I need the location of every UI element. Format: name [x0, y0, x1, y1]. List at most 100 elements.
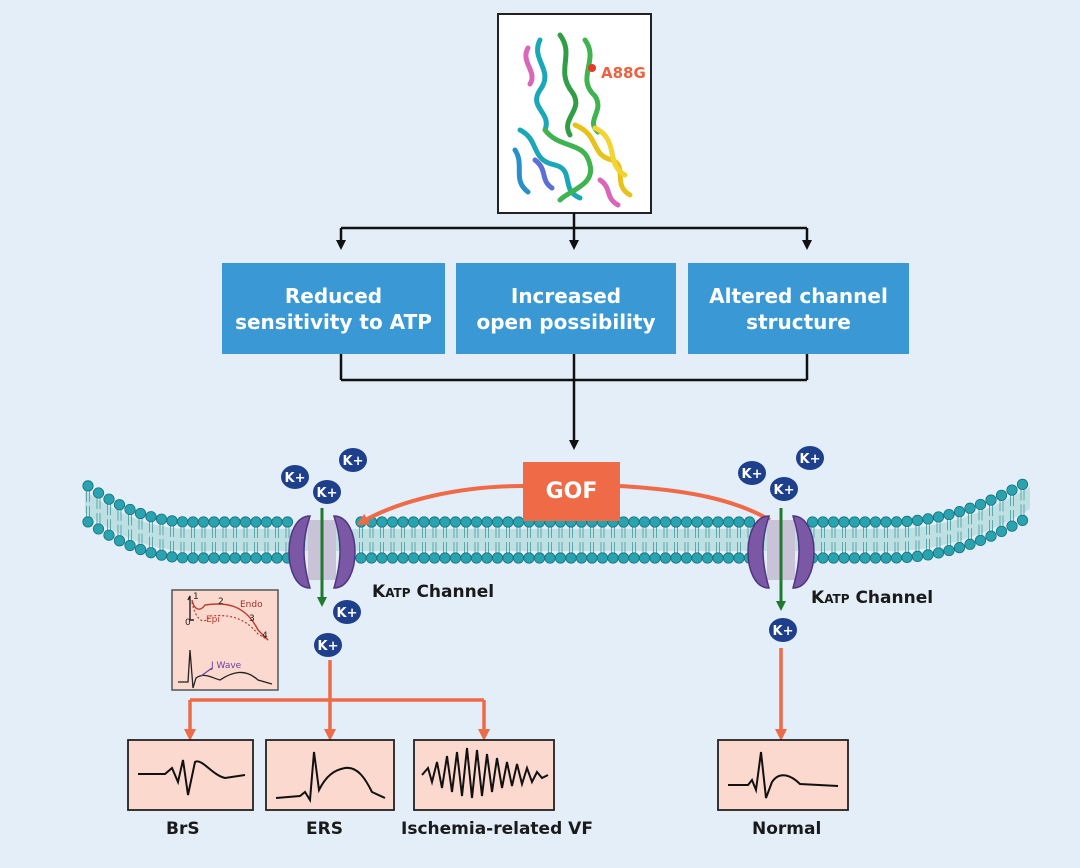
lipid [124, 503, 136, 552]
ap-epi-label: Epi [206, 615, 220, 625]
ap-endo-label: Endo [240, 600, 263, 610]
box-line: Altered channel [709, 283, 888, 308]
lipid [145, 511, 157, 559]
lipid [890, 516, 903, 564]
lipid [428, 516, 441, 564]
ap-baseline-trace [187, 595, 194, 621]
lipid [964, 502, 976, 550]
connector-bottom [339, 354, 809, 450]
ion-label: K+ [773, 624, 794, 639]
katp-subscript: ATP [385, 586, 411, 600]
lipid [1016, 478, 1029, 526]
gof-arrows [356, 484, 771, 526]
mutation-label: A88G [601, 64, 646, 82]
ion-label: K+ [343, 454, 364, 469]
lipid [712, 516, 724, 564]
ap-phase-3: 3 [249, 614, 255, 624]
ecg-panel-vf [413, 739, 555, 811]
ion-label: K+ [318, 639, 339, 654]
lipid [911, 514, 924, 562]
lipid [187, 516, 199, 564]
j-wave-ecg-trace [178, 649, 273, 689]
lipid [649, 516, 661, 564]
lipid [134, 507, 147, 556]
lipid [985, 494, 997, 542]
katp-suffix: Channel [849, 588, 934, 608]
lipid [460, 516, 472, 564]
lipid [208, 516, 220, 564]
ion-label: K+ [337, 606, 358, 621]
lipid [407, 516, 420, 564]
lipid [92, 487, 105, 535]
j-wave-pointer [200, 667, 213, 677]
lipid [397, 516, 409, 564]
protein-ribbon-art [512, 32, 633, 208]
lipid [827, 516, 840, 564]
potassium-ion: K+ [796, 446, 824, 470]
lipid [880, 516, 892, 564]
ap-phase-1: 1 [193, 592, 199, 602]
lipid [103, 493, 115, 541]
lipid [481, 516, 493, 564]
connector-top [336, 213, 812, 250]
lipid [838, 516, 850, 564]
lipid [974, 498, 987, 547]
lipid [239, 516, 252, 564]
lipid [617, 516, 630, 564]
lipid [260, 516, 273, 564]
ecg-panel-normal [717, 739, 849, 811]
lipid [502, 516, 514, 564]
ion-label: K+ [774, 483, 795, 498]
katp-prefix: K [372, 582, 386, 602]
outcome-arrows [184, 648, 787, 741]
katp-prefix: K [811, 588, 825, 608]
outcome-label-normal: Normal [752, 819, 822, 839]
potassium-ion: K+ [281, 465, 309, 489]
potassium-ion: K+ [314, 633, 342, 657]
lipid [166, 515, 178, 563]
j-wave-label: J Wave [210, 661, 242, 671]
ap-phase-4: 4 [262, 631, 268, 641]
ecg-panel-brs [127, 739, 254, 811]
potassium-ion: K+ [339, 448, 367, 472]
endo-trace [191, 599, 269, 641]
ap-phase-2: 2 [218, 597, 224, 607]
lipid [113, 499, 126, 547]
potassium-ions: K+ K+ K+ K+ K+ K+ K+ K+ K+ [281, 446, 824, 657]
box-line: structure [746, 309, 851, 334]
ion-label: K+ [800, 452, 821, 467]
katp-channel-right [747, 515, 815, 589]
box-line: Increased [510, 283, 622, 308]
efflux-arrows [317, 508, 786, 611]
lipid [250, 516, 262, 564]
lipid [1006, 484, 1018, 532]
lipid [491, 516, 504, 564]
lipid [953, 506, 966, 554]
potassium-ion: K+ [738, 461, 766, 485]
lipid [859, 516, 871, 564]
protein-structure-image: A88G [497, 13, 652, 214]
lipid [82, 480, 94, 528]
box-line: open possibility [476, 309, 656, 334]
lipid [869, 516, 882, 564]
lipid [691, 516, 703, 564]
lipid [229, 516, 241, 564]
lipid [932, 511, 945, 559]
lipid [680, 516, 693, 564]
potassium-ion: K+ [313, 480, 341, 504]
katp-subscript: ATP [824, 592, 850, 606]
lipid [733, 516, 745, 564]
katp-suffix: Channel [410, 582, 495, 602]
lipid [848, 516, 861, 564]
katp-channel-label-left: KATP Channel [372, 582, 494, 602]
box-line: Reduced [284, 283, 383, 308]
ion-label: K+ [317, 486, 338, 501]
outcome-label-ers: ERS [306, 819, 343, 839]
lipid [943, 508, 955, 557]
katp-channel-label-right: KATP Channel [811, 588, 933, 608]
gof-box: GOF [523, 462, 620, 521]
